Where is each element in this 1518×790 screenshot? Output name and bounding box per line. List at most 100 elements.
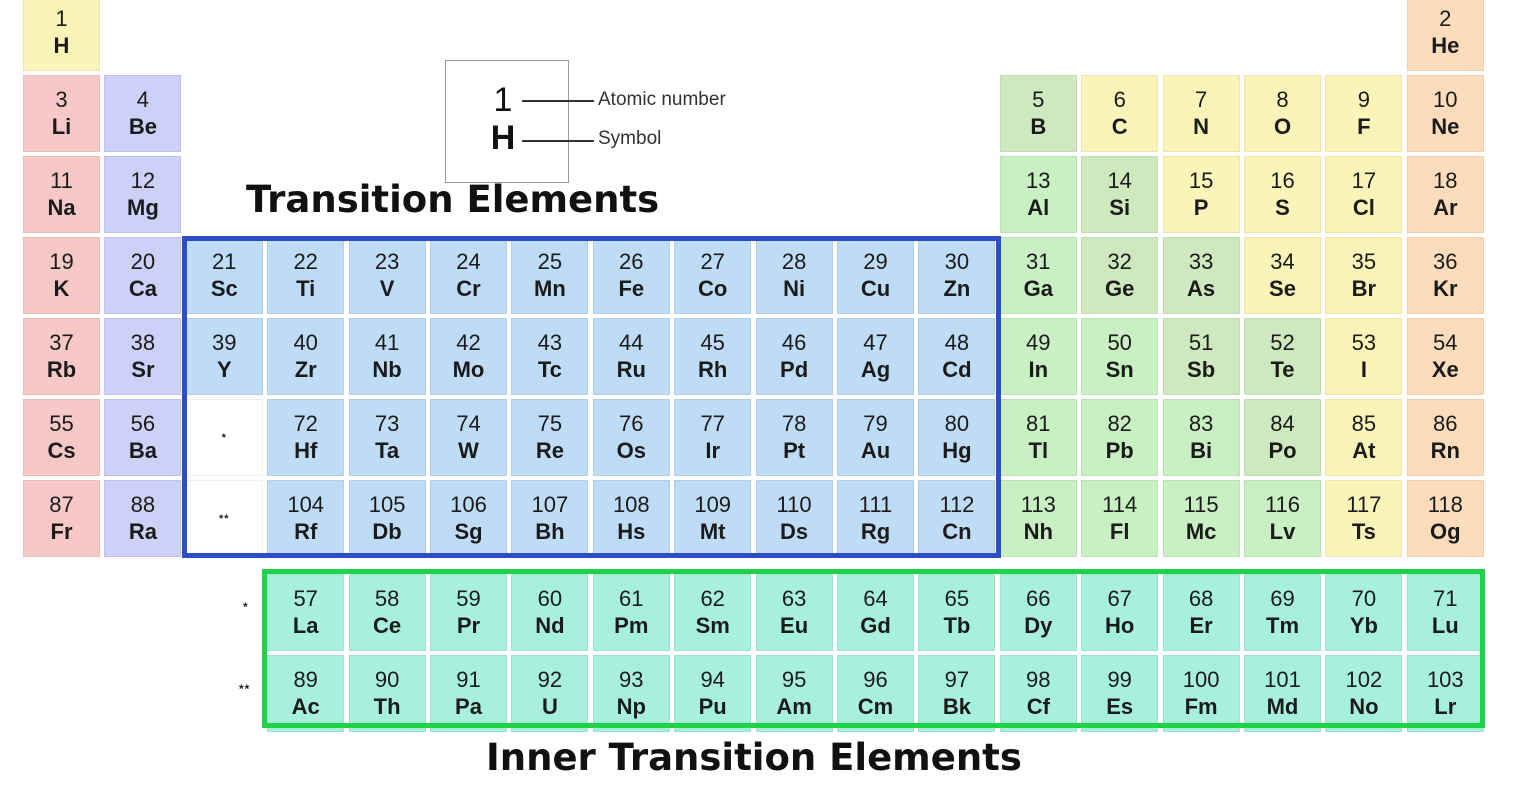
element-symbol: Al: [1027, 195, 1050, 220]
legend-label-symbol: Symbol: [598, 128, 662, 149]
atomic-number: 114: [1102, 492, 1138, 517]
atomic-number: 108: [612, 492, 650, 517]
element-symbol: U: [541, 694, 558, 719]
atomic-number: 38: [130, 330, 156, 355]
atomic-number: 17: [1351, 168, 1377, 193]
atomic-number: 45: [700, 330, 725, 355]
element-symbol: Tc: [537, 357, 562, 382]
atomic-number: 1: [55, 6, 68, 31]
actinide-marker: **: [239, 682, 251, 696]
series-placeholder-cell: *: [185, 399, 263, 476]
atomic-number: 73: [374, 411, 400, 436]
element-symbol: Nb: [372, 357, 402, 382]
atomic-number: 57: [293, 586, 318, 611]
element-symbol: No: [1349, 694, 1379, 719]
atomic-number: 18: [1433, 168, 1458, 193]
atomic-number: 109: [694, 492, 732, 517]
atomic-number: 3: [55, 87, 68, 112]
element-symbol: Yb: [1349, 613, 1378, 638]
element-symbol: Eu: [780, 613, 809, 638]
legend-pointer-line-symbol: [522, 140, 594, 142]
element-symbol: Mt: [699, 519, 726, 544]
element-symbol: Cf: [1026, 694, 1050, 719]
atomic-number: 66: [1026, 586, 1051, 611]
atomic-number: 83: [1188, 411, 1214, 436]
atomic-number: 65: [944, 586, 970, 611]
atomic-number: 62: [700, 586, 725, 611]
element-symbol: Am: [776, 694, 812, 719]
element-symbol: Cr: [456, 276, 481, 301]
element-symbol: Li: [51, 114, 72, 139]
element-symbol: I: [1360, 357, 1367, 382]
element-symbol: Tm: [1266, 613, 1299, 638]
atomic-number: 69: [1270, 586, 1295, 611]
element-symbol: Rb: [46, 357, 77, 382]
element-symbol: P: [1193, 195, 1209, 220]
legend-key-box: 1 H: [445, 60, 569, 183]
element-symbol: Sr: [131, 357, 155, 382]
atomic-number: 12: [130, 168, 156, 193]
element-symbol: Na: [47, 195, 76, 220]
legend-pointer-line-number: [522, 100, 594, 102]
atomic-number: 94: [700, 667, 725, 692]
series-placeholder-marker: **: [219, 512, 230, 525]
element-symbol: Cd: [942, 357, 972, 382]
atomic-number: 41: [374, 330, 400, 355]
element-symbol: Rh: [698, 357, 728, 382]
atomic-number: 116: [1264, 492, 1301, 517]
atomic-number: 91: [456, 667, 481, 692]
element-symbol: Ba: [128, 438, 157, 463]
element-symbol: Ds: [780, 519, 809, 544]
atomic-number: 37: [49, 330, 74, 355]
element-symbol: Np: [616, 694, 646, 719]
element-symbol: Zn: [943, 276, 971, 301]
element-symbol: V: [379, 276, 395, 301]
element-symbol: Ca: [128, 276, 157, 301]
element-symbol: Ta: [375, 438, 400, 463]
element-symbol: H: [53, 33, 70, 58]
atomic-number: 46: [781, 330, 807, 355]
element-symbol: Md: [1266, 694, 1299, 719]
atomic-number: 81: [1026, 411, 1051, 436]
atomic-number: 113: [1020, 492, 1056, 517]
atomic-number: 56: [130, 411, 156, 436]
element-symbol: Re: [535, 438, 564, 463]
atomic-number: 19: [49, 249, 74, 274]
element-symbol: Tb: [943, 613, 971, 638]
atomic-number: 96: [863, 667, 888, 692]
atomic-number: 43: [537, 330, 563, 355]
element-symbol: Lu: [1431, 613, 1459, 638]
atomic-number: 70: [1351, 586, 1377, 611]
